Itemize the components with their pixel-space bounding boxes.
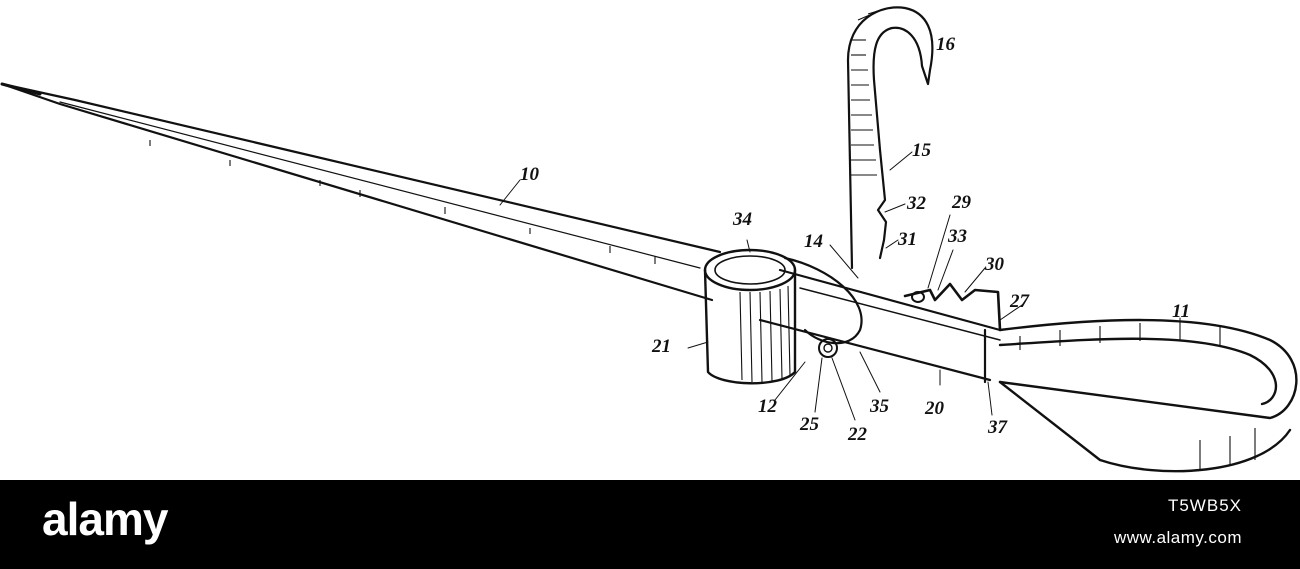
label-32: 32 xyxy=(906,193,927,214)
label-21: 21 xyxy=(651,336,671,357)
label-33: 33 xyxy=(947,226,967,247)
label-25: 25 xyxy=(799,414,820,435)
brand-logo: alamy xyxy=(42,493,168,545)
watermark-footer: alamy T5WB5X www.alamy.com xyxy=(0,480,1300,569)
site-url: www.alamy.com xyxy=(1113,528,1242,547)
label-29: 29 xyxy=(951,192,972,213)
label-37: 37 xyxy=(987,417,1009,438)
label-11: 11 xyxy=(1172,301,1190,322)
label-15: 15 xyxy=(912,140,932,161)
label-35: 35 xyxy=(869,396,890,417)
label-16: 16 xyxy=(936,34,956,55)
label-27: 27 xyxy=(1009,291,1031,312)
image-id: T5WB5X xyxy=(1167,496,1242,515)
label-14: 14 xyxy=(804,231,823,252)
label-10: 10 xyxy=(520,164,540,185)
patent-drawing-svg: 10 11 12 14 15 16 20 21 22 25 27 29 30 3… xyxy=(0,6,1298,473)
bar xyxy=(758,268,1002,384)
label-12: 12 xyxy=(758,396,778,417)
patent-drawing: 10 11 12 14 15 16 20 21 22 25 27 29 30 3… xyxy=(0,6,1298,473)
label-30: 30 xyxy=(984,254,1005,275)
label-31: 31 xyxy=(897,229,917,250)
arm xyxy=(783,256,863,358)
tapered-rod xyxy=(0,82,722,302)
label-22: 22 xyxy=(847,424,868,445)
leader-lines xyxy=(499,151,1181,421)
label-20: 20 xyxy=(924,398,945,419)
hook xyxy=(846,6,934,270)
loop-handle xyxy=(998,318,1298,473)
reference-numerals: 10 11 12 14 15 16 20 21 22 25 27 29 30 3… xyxy=(520,34,1190,445)
label-34: 34 xyxy=(732,209,752,230)
